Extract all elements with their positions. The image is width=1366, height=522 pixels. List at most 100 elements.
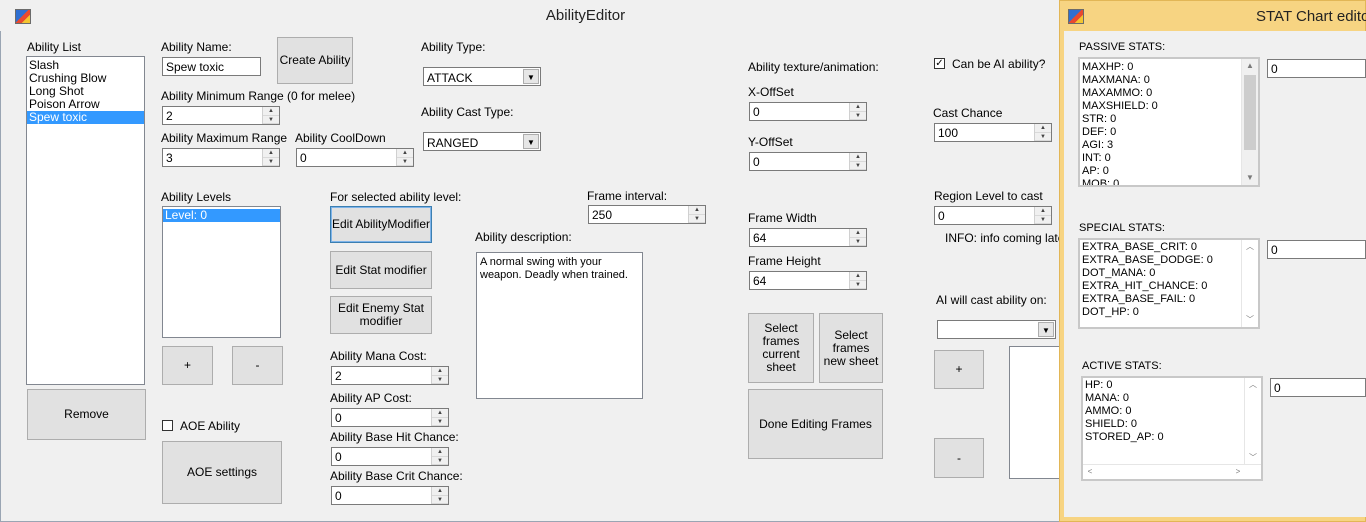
passive-stats-list[interactable]: MAXHP: 0 MAXMANA: 0 MAXAMMO: 0 MAXSHIELD… [1078,57,1260,187]
spin-up-icon[interactable]: ▲ [850,272,866,281]
ability-levels-list[interactable]: Level: 0 [162,206,281,338]
spin-up-icon[interactable]: ▲ [263,149,279,158]
spin-down-icon[interactable]: ▼ [432,418,448,426]
list-item[interactable]: EXTRA_BASE_CRIT: 0 [1082,241,1197,253]
chevron-down-icon[interactable]: ▼ [523,69,539,84]
spin-down-icon[interactable]: ▼ [689,215,705,223]
spin-down-icon[interactable]: ▼ [432,376,448,384]
scroll-down-icon[interactable]: ﹀ [1246,315,1254,324]
region-level-stepper[interactable]: 0 ▲▼ [934,206,1052,225]
list-item[interactable]: SHIELD: 0 [1085,418,1137,430]
spin-down-icon[interactable]: ▼ [432,457,448,465]
list-item[interactable]: MANA: 0 [1085,392,1130,404]
max-range-stepper[interactable]: 3 ▲▼ [162,148,280,167]
min-range-stepper[interactable]: 2 ▲▼ [162,106,280,125]
cooldown-stepper[interactable]: 0 ▲▼ [296,148,414,167]
list-item[interactable]: MAXAMMO: 0 [1082,87,1153,99]
ability-name-input[interactable]: Spew toxic [162,57,261,76]
spin-up-icon[interactable]: ▲ [432,367,448,376]
scroll-up-icon[interactable]: ▲ [1246,61,1254,70]
list-item[interactable]: MAXMANA: 0 [1082,74,1150,86]
list-item[interactable]: EXTRA_BASE_DODGE: 0 [1082,254,1213,266]
ai-cast-on-select[interactable]: ▼ [937,320,1056,339]
cast-type-select[interactable]: RANGED ▼ [423,132,541,151]
ai-add-button[interactable]: + [934,350,984,389]
list-item[interactable]: DOT_HP: 0 [1082,306,1139,318]
list-item[interactable]: Slash [29,58,60,72]
spin-down-icon[interactable]: ▼ [1035,216,1051,224]
spin-up-icon[interactable]: ▲ [689,206,705,215]
list-item[interactable]: HP: 0 [1085,379,1113,391]
spin-down-icon[interactable]: ▼ [850,162,866,170]
aoe-checkbox[interactable] [162,420,173,431]
list-item[interactable]: EXTRA_HIT_CHANCE: 0 [1082,280,1208,292]
create-ability-button[interactable]: Create Ability [277,37,353,84]
special-stats-list[interactable]: EXTRA_BASE_CRIT: 0 EXTRA_BASE_DODGE: 0 D… [1078,238,1260,329]
scroll-thumb[interactable] [1244,75,1256,150]
hit-chance-stepper[interactable]: 0 ▲▼ [331,447,449,466]
frame-interval-stepper[interactable]: 250 ▲▼ [588,205,706,224]
edit-stat-modifier-button[interactable]: Edit Stat modifier [330,251,432,289]
spin-up-icon[interactable]: ▲ [1035,207,1051,216]
y-offset-stepper[interactable]: 0 ▲▼ [749,152,867,171]
edit-enemy-stat-modifier-button[interactable]: Edit Enemy Stat modifier [330,296,432,334]
cast-chance-stepper[interactable]: 100 ▲▼ [934,123,1052,142]
chevron-down-icon[interactable]: ▼ [523,134,539,149]
done-editing-frames-button[interactable]: Done Editing Frames [748,389,883,459]
frame-height-stepper[interactable]: 64 ▲▼ [749,271,867,290]
scroll-up-icon[interactable]: ︿ [1246,242,1254,251]
spin-down-icon[interactable]: ▼ [432,496,448,504]
list-item[interactable]: STR: 0 [1082,113,1117,125]
active-hscrollbar[interactable]: < > [1083,464,1261,479]
scroll-left-icon[interactable]: < [1087,467,1093,476]
special-value-input[interactable]: 0 [1267,240,1366,259]
spin-up-icon[interactable]: ▲ [397,149,413,158]
edit-ability-modifier-button[interactable]: Edit AbilityModifier [330,206,432,243]
list-item[interactable]: Long Shot [29,84,84,98]
scroll-right-icon[interactable]: > [1235,467,1241,476]
spin-up-icon[interactable]: ▲ [432,409,448,418]
ability-list[interactable]: Slash Crushing Blow Long Shot Poison Arr… [26,56,145,385]
list-item[interactable]: DEF: 0 [1082,126,1117,138]
scroll-down-icon[interactable]: ﹀ [1249,453,1257,462]
list-item[interactable]: AGI: 3 [1082,139,1114,151]
ai-targets-list[interactable] [1009,346,1061,479]
spin-up-icon[interactable]: ▲ [432,448,448,457]
select-frames-current-sheet-button[interactable]: Select frames current sheet [748,313,814,383]
list-item[interactable]: Crushing Blow [29,71,107,85]
list-item[interactable]: DOT_MANA: 0 [1082,267,1156,279]
spin-down-icon[interactable]: ▼ [397,158,413,166]
list-item[interactable]: AMMO: 0 [1085,405,1132,417]
list-item-selected[interactable]: Spew toxic [27,111,144,124]
spin-up-icon[interactable]: ▲ [1035,124,1051,133]
spin-down-icon[interactable]: ▼ [1035,133,1051,141]
spin-down-icon[interactable]: ▼ [263,158,279,166]
list-item[interactable]: MOB: 0 [1082,178,1120,187]
aoe-settings-button[interactable]: AOE settings [162,441,282,504]
can-be-ai-checkbox[interactable]: ✓ [934,58,945,69]
spin-down-icon[interactable]: ▼ [263,116,279,124]
ap-cost-stepper[interactable]: 0 ▲▼ [331,408,449,427]
active-stats-list[interactable]: HP: 0 MANA: 0 AMMO: 0 SHIELD: 0 STORED_A… [1081,376,1263,481]
spin-down-icon[interactable]: ▼ [850,281,866,289]
ability-type-select[interactable]: ATTACK ▼ [423,67,541,86]
remove-level-button[interactable]: - [232,346,283,385]
passive-value-input[interactable]: 0 [1267,59,1366,78]
description-textarea[interactable]: A normal swing with your weapon. Deadly … [476,252,643,399]
crit-chance-stepper[interactable]: 0 ▲▼ [331,486,449,505]
scroll-down-icon[interactable]: ▼ [1246,173,1254,182]
list-item-selected[interactable]: Level: 0 [163,209,280,222]
spin-up-icon[interactable]: ▲ [263,107,279,116]
scroll-up-icon[interactable]: ︿ [1249,380,1257,389]
ai-remove-button[interactable]: - [934,438,984,478]
spin-down-icon[interactable]: ▼ [850,112,866,120]
frame-width-stepper[interactable]: 64 ▲▼ [749,228,867,247]
chevron-down-icon[interactable]: ▼ [1038,322,1054,337]
remove-ability-button[interactable]: Remove [27,389,146,440]
x-offset-stepper[interactable]: 0 ▲▼ [749,102,867,121]
list-item[interactable]: INT: 0 [1082,152,1111,164]
add-level-button[interactable]: + [162,346,213,385]
list-item[interactable]: AP: 0 [1082,165,1109,177]
list-item[interactable]: EXTRA_BASE_FAIL: 0 [1082,293,1196,305]
list-item[interactable]: MAXHP: 0 [1082,61,1134,73]
